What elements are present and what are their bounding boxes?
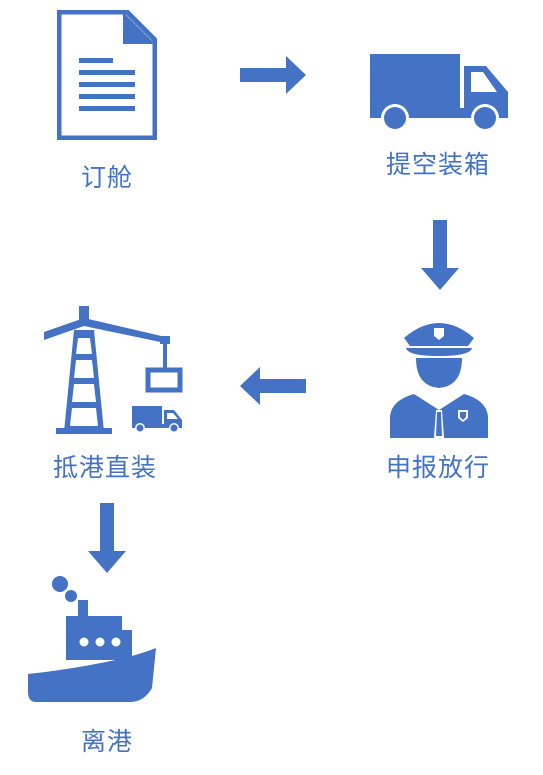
customs-officer-icon (390, 323, 488, 438)
document-icon (57, 10, 157, 140)
step-label-booking: 订舱 (80, 163, 133, 192)
port-crane-icon (44, 306, 183, 434)
arrow-down-icon (421, 220, 459, 290)
ship-icon (28, 576, 156, 702)
arrow-right-icon (240, 56, 306, 94)
arrow-left-icon (240, 367, 306, 405)
arrow-down-icon (88, 503, 126, 573)
step-label-customs-clearance: 申报放行 (385, 453, 490, 482)
step-label-empty-container-pickup: 提空装箱 (385, 150, 490, 179)
step-label-port-arrival-loading: 抵港直装 (52, 453, 157, 482)
step-label-departure: 离港 (80, 727, 133, 756)
truck-icon (370, 54, 508, 132)
